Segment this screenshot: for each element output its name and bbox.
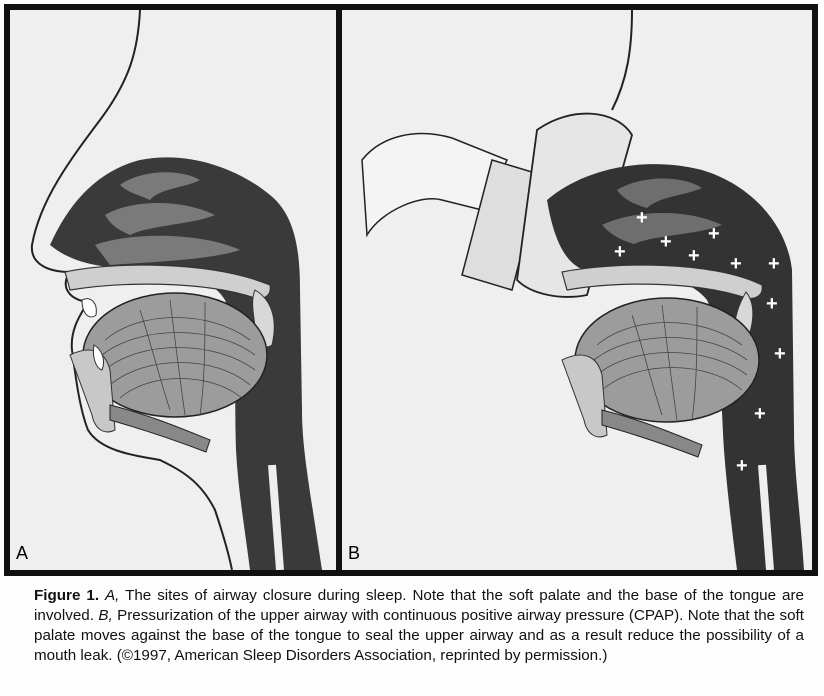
panel-a-illustration bbox=[10, 10, 336, 570]
upper-tooth bbox=[82, 299, 96, 317]
panel-b: + + + + + + + + + + + B bbox=[342, 10, 812, 570]
face-outline bbox=[32, 10, 232, 570]
pressure-marker: + bbox=[774, 343, 786, 365]
pressure-marker: + bbox=[636, 207, 648, 229]
pressure-marker: + bbox=[754, 403, 766, 425]
pressure-marker: + bbox=[688, 245, 700, 267]
caption-part-b-text: Pressurization of the upper airway with … bbox=[34, 607, 804, 664]
caption-part-a-letter: A, bbox=[105, 587, 119, 604]
pressure-marker: + bbox=[768, 253, 780, 275]
panel-a: A bbox=[10, 10, 336, 570]
pressure-marker: + bbox=[660, 231, 672, 253]
panel-b-illustration: + + + + + + + + + + + bbox=[342, 10, 812, 570]
face-outline-b bbox=[612, 10, 632, 110]
panel-b-label: B bbox=[348, 543, 360, 564]
pressure-marker: + bbox=[736, 455, 748, 477]
figure-caption: Figure 1. A, The sites of airway closure… bbox=[34, 586, 804, 666]
caption-part-b-letter: B, bbox=[98, 607, 112, 624]
pressure-marker: + bbox=[730, 253, 742, 275]
pressure-marker: + bbox=[614, 241, 626, 263]
figure-number: Figure 1. bbox=[34, 587, 99, 604]
figure-frame: A bbox=[4, 4, 818, 576]
pressure-marker: + bbox=[766, 293, 778, 315]
panel-a-label: A bbox=[16, 543, 28, 564]
pressure-marker: + bbox=[708, 223, 720, 245]
